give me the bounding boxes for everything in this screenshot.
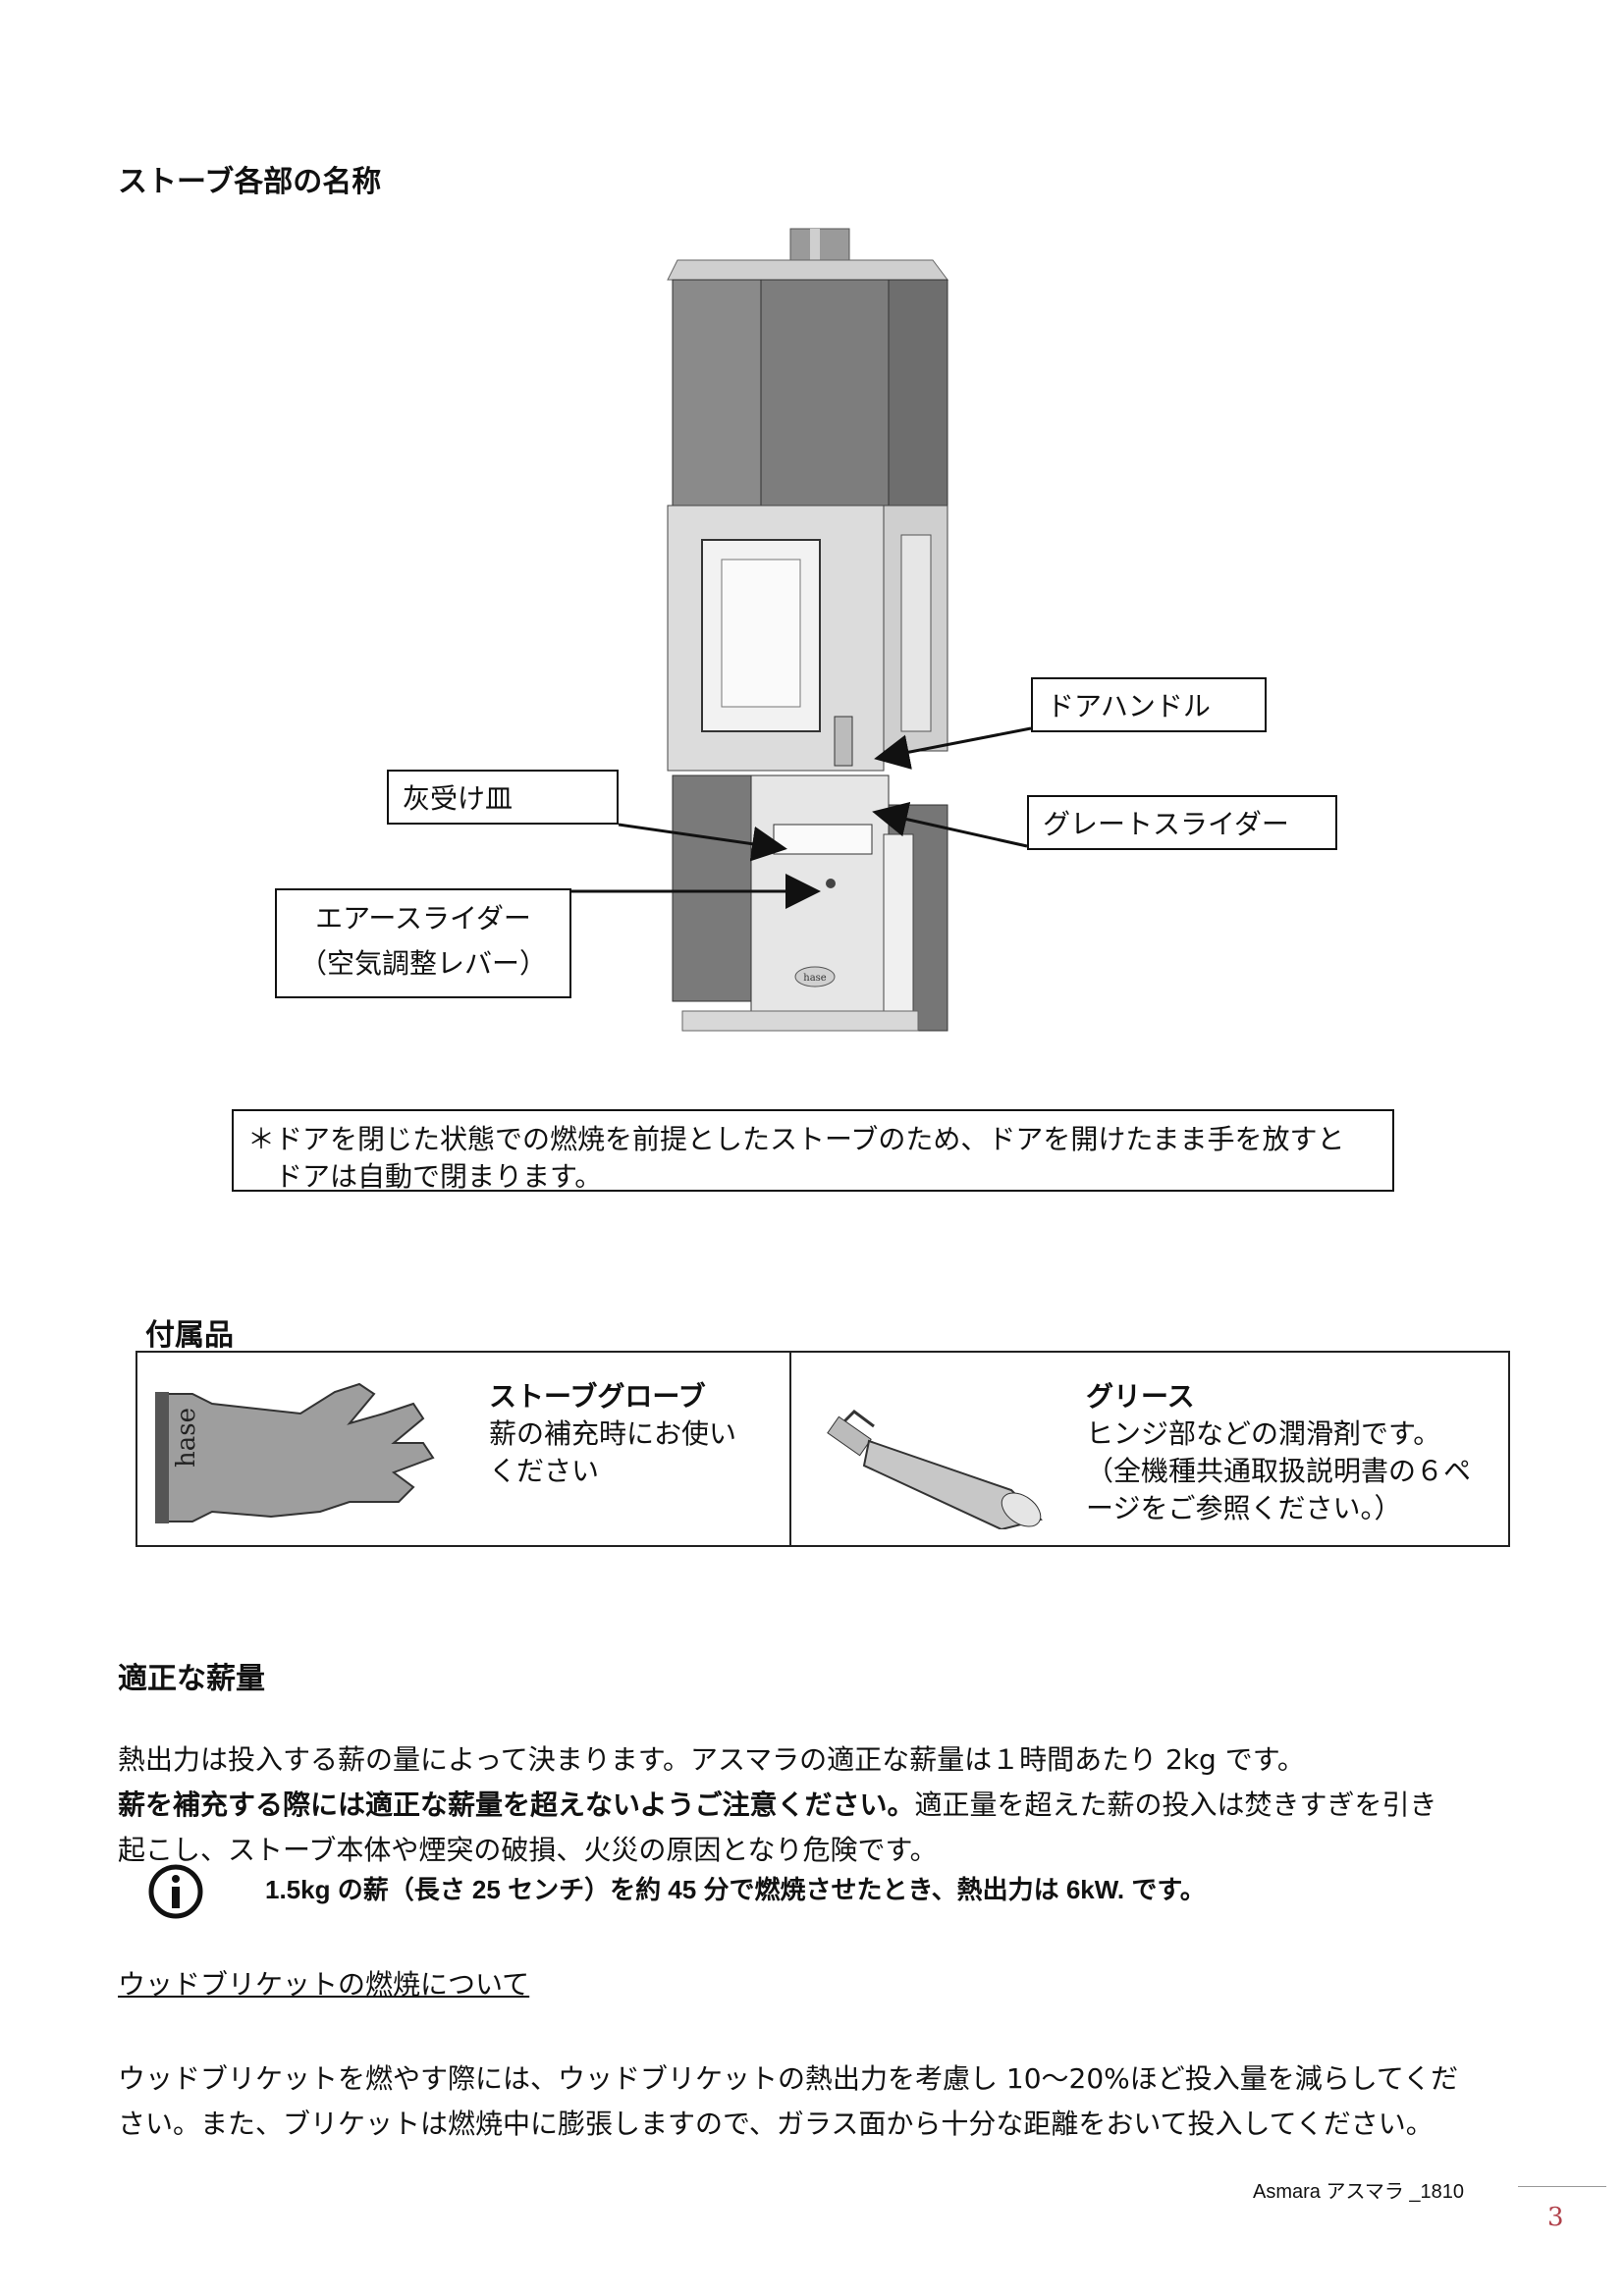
- glove-desc-line2: ください: [489, 1455, 600, 1487]
- accessories-table: hase ストーブグローブ 薪の補充時にお使い ください グリース ヒンジ部など…: [135, 1351, 1510, 1547]
- glove-icon: hase: [155, 1382, 435, 1523]
- wood-amount-para1: 熱出力は投入する薪の量によって決まります。アスマラの適正な薪量は１時間あたり 2…: [118, 1743, 1305, 1776]
- glove-name: ストーブグローブ: [489, 1380, 706, 1413]
- section-title-parts: ストーブ各部の名称: [118, 165, 382, 199]
- briquette-paragraph: ウッドブリケットを燃やす際には、ウッドブリケットの熱出力を考慮し 10〜20%ほ…: [118, 2056, 1512, 2147]
- grease-desc-line1: ヒンジ部などの潤滑剤です。: [1086, 1417, 1441, 1450]
- section-title-accessories: 付属品: [145, 1318, 234, 1353]
- label-door-handle: ドアハンドル: [1031, 677, 1267, 732]
- section-title-wood-amount: 適正な薪量: [118, 1662, 265, 1696]
- wood-amount-para3: 起こし、ストーブ本体や煙突の破損、火災の原因となり危険です。: [118, 1834, 938, 1866]
- glove-logo: hase: [172, 1408, 201, 1468]
- label-ash-pan: 灰受け皿: [387, 770, 619, 825]
- footer-rule: [1518, 2186, 1606, 2187]
- grease-tube-icon: [827, 1410, 1043, 1529]
- door-note-line2: ドアは自動で閉まります。: [275, 1160, 603, 1193]
- briquette-line1: ウッドブリケットを燃やす際には、ウッドブリケットの熱出力を考慮し 10〜20%ほ…: [118, 2062, 1459, 2095]
- briquette-line2: さい。また、ブリケットは燃焼中に膨張しますので、ガラス面から十分な距離をおいて投…: [118, 2108, 1434, 2140]
- door-note-line1: ＊ドアを閉じた状態での燃焼を前提としたストーブのため、ドアを開けたまま手を放すと: [247, 1123, 1345, 1155]
- label-grate-slider: グレートスライダー: [1027, 795, 1337, 850]
- accessory-grease-cell: グリース ヒンジ部などの潤滑剤です。 （全機種共通取扱説明書の６ペ ージをご参照…: [791, 1353, 1508, 1545]
- label-air-slider-line1: エアースライダー: [315, 902, 531, 934]
- stove-logo: hase: [803, 973, 827, 984]
- stove-illustration: hase: [667, 228, 948, 1032]
- wood-amount-paragraph: 熱出力は投入する薪の量によって決まります。アスマラの適正な薪量は１時間あたり 2…: [118, 1737, 1512, 1873]
- footer-doc-label: Asmara アスマラ _1810: [1253, 2181, 1465, 2203]
- briquette-subheading: ウッドブリケットの燃焼について: [118, 1968, 530, 2001]
- glove-desc-line1: 薪の補充時にお使い: [489, 1417, 737, 1450]
- grease-desc-line2: （全機種共通取扱説明書の６ペ: [1086, 1455, 1472, 1487]
- door-note: ＊ドアを閉じた状態での燃焼を前提としたストーブのため、ドアを開けたまま手を放すと…: [232, 1109, 1394, 1193]
- wood-amount-para2: 適正量を超えた薪の投入は焚きすぎを引き: [914, 1789, 1437, 1821]
- accessory-glove-cell: hase ストーブグローブ 薪の補充時にお使い ください: [137, 1353, 791, 1545]
- wood-amount-warning: 薪を補充する際には適正な薪量を超えないようご注意ください。: [118, 1789, 915, 1821]
- grease-desc-line3: ージをご参照ください。）: [1086, 1492, 1402, 1524]
- label-air-slider: エアースライダー （空気調整レバー）: [275, 888, 571, 998]
- info-text: 1.5kg の薪（長さ 25 センチ）を約 45 分で燃焼させたとき、熱出力は …: [265, 1875, 1206, 1904]
- info-icon: [148, 1864, 203, 1919]
- label-air-slider-line2: （空気調整レバー）: [298, 947, 547, 980]
- grease-name: グリース: [1086, 1380, 1195, 1413]
- page-number: 3: [1547, 2203, 1564, 2232]
